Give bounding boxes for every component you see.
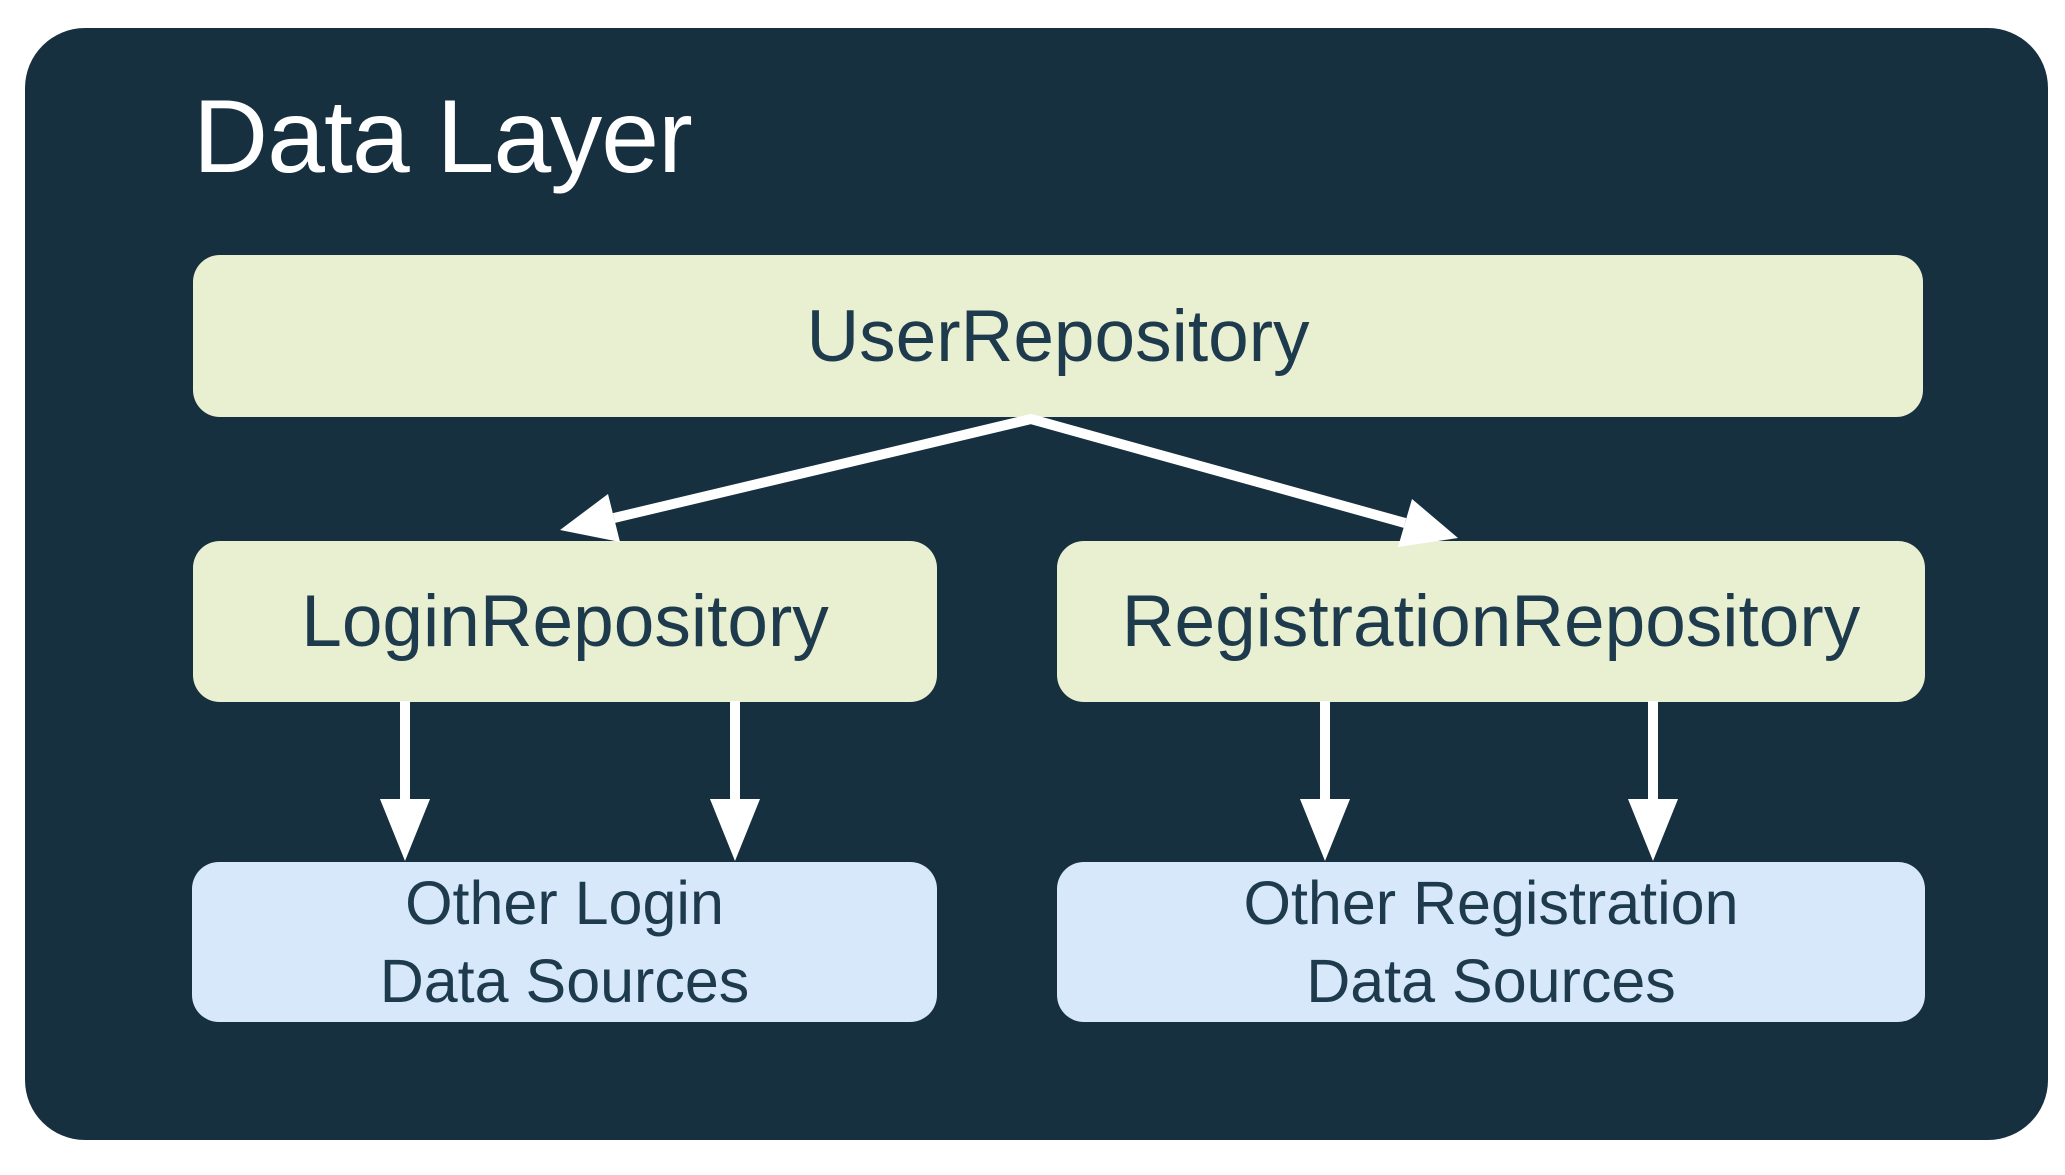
node-login-repository: LoginRepository: [193, 541, 937, 702]
node-other-registration-line1: Other Registration: [1243, 869, 1739, 937]
node-other-login-data-sources: Other Login Data Sources: [192, 862, 937, 1022]
node-registration-repository-label: RegistrationRepository: [1121, 581, 1861, 662]
node-registration-repository: RegistrationRepository: [1057, 541, 1925, 702]
node-other-registration-data-sources: Other Registration Data Sources: [1057, 862, 1925, 1022]
node-login-repository-label: LoginRepository: [301, 581, 829, 662]
node-user-repository-label: UserRepository: [806, 295, 1310, 377]
node-other-registration-line2: Data Sources: [1306, 947, 1676, 1015]
node-other-login-line1: Other Login: [405, 869, 724, 937]
diagram-title: Data Layer: [193, 79, 693, 195]
node-other-login-line2: Data Sources: [379, 947, 750, 1015]
node-user-repository: UserRepository: [193, 255, 1923, 417]
